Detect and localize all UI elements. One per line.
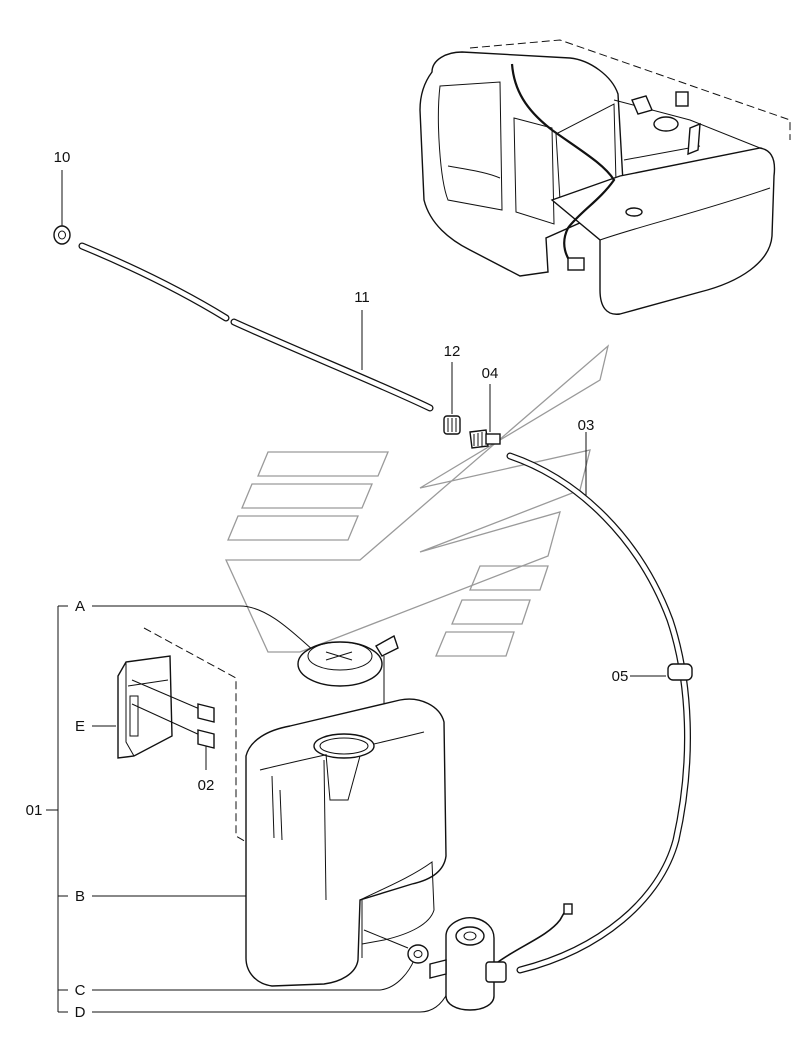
label-01: 01	[26, 802, 43, 819]
part-04-connector[interactable]	[469, 429, 501, 449]
part-10-clip[interactable]	[53, 225, 71, 245]
watermark-logo	[224, 344, 610, 657]
label-a: A	[75, 598, 85, 615]
label-05: 05	[612, 668, 629, 685]
part-d-pump[interactable]	[429, 903, 573, 1011]
label-c: C	[75, 982, 86, 999]
part-12-grommet[interactable]	[443, 415, 461, 435]
label-04: 04	[482, 365, 499, 382]
part-e-bracket[interactable]	[117, 655, 173, 759]
part-05-hose[interactable]	[506, 452, 693, 974]
part-c-gasket[interactable]	[363, 929, 429, 964]
part-02-bolts[interactable]	[131, 679, 215, 749]
label-03: 03	[578, 417, 595, 434]
label-12: 12	[444, 343, 461, 360]
label-11: 11	[354, 289, 370, 306]
label-10: 10	[54, 149, 71, 166]
part-a-cap[interactable]	[297, 634, 399, 734]
callout-labels: 10 11 12 04 03 05 02 01 A E B C D	[26, 149, 629, 1021]
label-e: E	[75, 718, 85, 735]
part-11-hose[interactable]	[78, 242, 434, 412]
excavator-overview	[419, 39, 791, 315]
part-b-tank[interactable]	[245, 698, 447, 987]
label-02: 02	[198, 777, 215, 794]
label-b: B	[75, 888, 85, 905]
label-d: D	[75, 1004, 86, 1021]
